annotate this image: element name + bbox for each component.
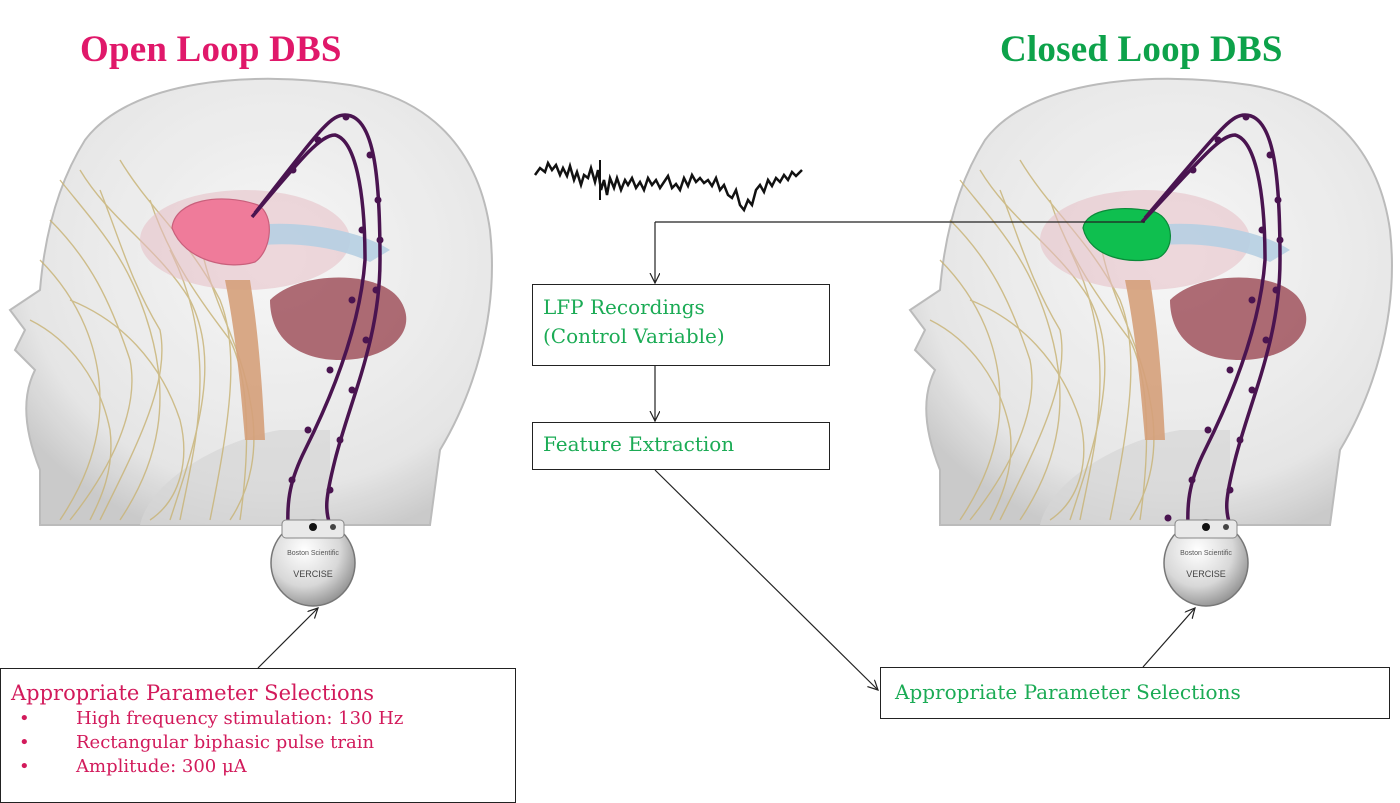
control-variable-label: (Control Variable)	[543, 322, 819, 351]
lfp-recordings-box: LFP Recordings (Control Variable)	[532, 284, 830, 366]
closed-loop-head-illustration: Boston Scientific VERCISE	[910, 79, 1392, 606]
stimulator-device-open: Boston Scientific VERCISE	[271, 520, 355, 606]
feature-extraction-label: Feature Extraction	[543, 432, 734, 456]
lfp-signal-trace	[535, 163, 802, 210]
open-loop-parameters-heading: Appropriate Parameter Selections	[11, 681, 505, 705]
parameter-item: •Amplitude: 300 μA	[11, 755, 505, 779]
device-brand-closed: Boston Scientific	[1180, 550, 1232, 557]
arrow-params-to-device-closed	[1143, 608, 1195, 667]
lfp-recordings-label: LFP Recordings	[543, 293, 819, 322]
bullet-icon: •	[19, 755, 30, 779]
bullet-icon: •	[19, 707, 30, 731]
closed-loop-parameters-box: Appropriate Parameter Selections	[880, 667, 1390, 719]
parameter-item: •High frequency stimulation: 130 Hz	[11, 707, 505, 731]
parameter-list: •High frequency stimulation: 130 Hz •Rec…	[11, 707, 505, 779]
stimulator-device-closed: Boston Scientific VERCISE	[1164, 520, 1248, 606]
arrow-feature-to-params	[655, 470, 878, 690]
device-brand-open: Boston Scientific	[287, 550, 339, 557]
closed-loop-parameters-heading: Appropriate Parameter Selections	[895, 680, 1241, 704]
parameter-item: •Rectangular biphasic pulse train	[11, 731, 505, 755]
device-model-closed: VERCISE	[1186, 569, 1226, 579]
arrow-params-to-device-open	[258, 608, 318, 668]
device-model-open: VERCISE	[293, 569, 333, 579]
bullet-icon: •	[19, 731, 30, 755]
open-loop-head-illustration: Boston Scientific VERCISE	[10, 79, 492, 606]
feature-extraction-box: Feature Extraction	[532, 422, 830, 470]
open-loop-parameters-box: Appropriate Parameter Selections •High f…	[0, 668, 516, 803]
